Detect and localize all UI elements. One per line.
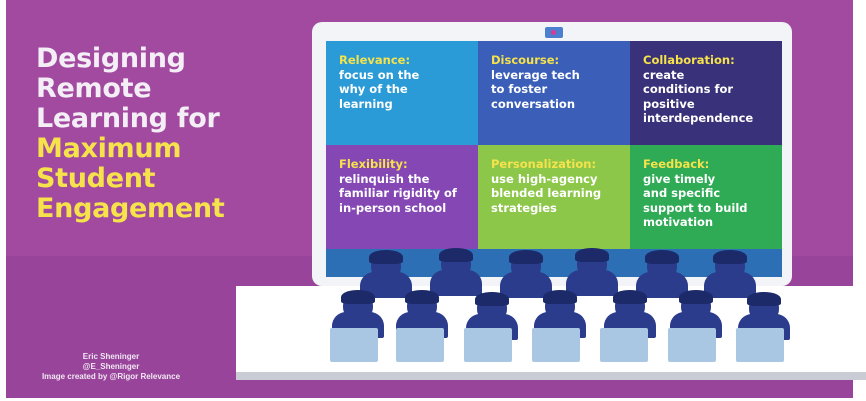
title-line-3: Learning for xyxy=(36,103,220,134)
tile-text: focus on the why of the learning xyxy=(339,67,420,111)
title-line-4: Maximum xyxy=(36,133,182,164)
tile-discourse: Discourse: leverage tech to foster conve… xyxy=(478,41,630,145)
desk-icon xyxy=(396,328,444,362)
tile-heading: Feedback: xyxy=(643,157,710,171)
student-icon xyxy=(704,250,756,298)
laptop-screen: Relevance: focus on the why of the learn… xyxy=(326,41,782,277)
infographic-title: Designing Remote Learning for Maximum St… xyxy=(36,43,225,224)
title-line-6: Engagement xyxy=(36,193,225,224)
tile-text: give timely and specific support to buil… xyxy=(643,171,748,230)
desk-icon xyxy=(464,328,512,362)
credit-author: Eric Sheninger xyxy=(82,352,140,361)
tile-heading: Collaboration: xyxy=(643,53,735,67)
desk-icon xyxy=(736,328,784,362)
tile-heading: Relevance: xyxy=(339,53,411,67)
student-icon xyxy=(566,248,618,296)
credit-handle: @E_Sheninger xyxy=(82,362,140,371)
tile-heading: Personalization: xyxy=(491,157,597,171)
tile-heading: Flexibility: xyxy=(339,157,408,171)
student-icon xyxy=(500,250,552,298)
tile-text: relinquish the familiar rigidity of in-p… xyxy=(339,171,457,215)
title-line-1: Designing xyxy=(36,43,186,74)
student-icon xyxy=(636,250,688,298)
credits: Eric Sheninger @E_Sheninger Image create… xyxy=(6,352,216,382)
title-line-2: Remote xyxy=(36,73,152,104)
tile-collaboration: Collaboration: create conditions for pos… xyxy=(630,41,782,145)
student-icon xyxy=(430,248,482,296)
tile-relevance: Relevance: focus on the why of the learn… xyxy=(326,41,478,145)
webcam-icon xyxy=(545,27,563,38)
desk-icon xyxy=(532,328,580,362)
tile-heading: Discourse: xyxy=(491,53,560,67)
laptop-base-edge xyxy=(236,372,866,380)
webcam-lens xyxy=(551,30,556,35)
tile-flexibility: Flexibility: relinquish the familiar rig… xyxy=(326,145,478,249)
student-icon xyxy=(360,250,412,298)
tile-text: use high-agency blended learning strateg… xyxy=(491,171,602,215)
tile-text: create conditions for positive interdepe… xyxy=(643,67,754,126)
title-line-5: Student xyxy=(36,163,156,194)
desk-icon xyxy=(668,328,716,362)
desk-icon xyxy=(600,328,648,362)
tile-feedback: Feedback: give timely and specific suppo… xyxy=(630,145,782,249)
tile-personalization: Personalization: use high-agency blended… xyxy=(478,145,630,249)
tile-text: leverage tech to foster conversation xyxy=(491,67,580,111)
credit-image: Image created by @Rigor Relevance xyxy=(41,372,181,381)
desk-icon xyxy=(330,328,378,362)
